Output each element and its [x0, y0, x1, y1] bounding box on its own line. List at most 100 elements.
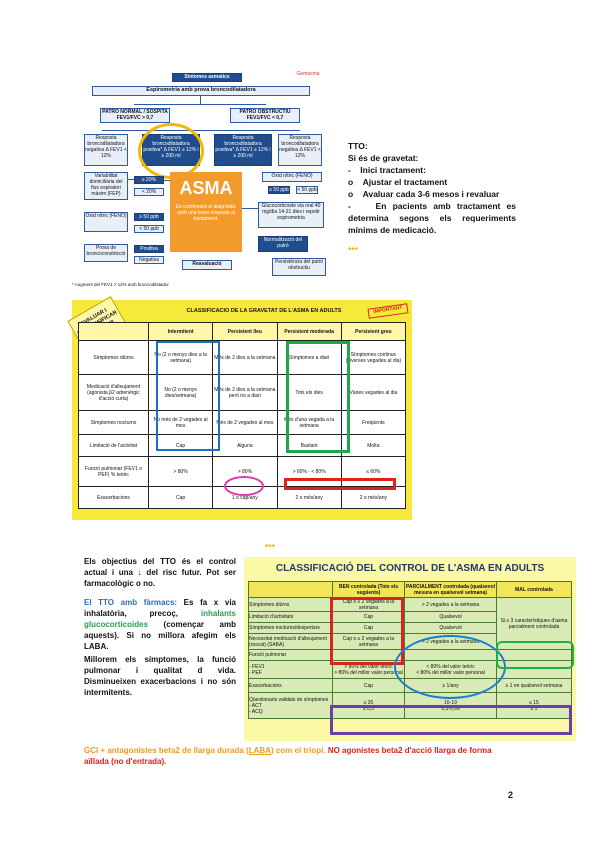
- table-header-cell: [248, 581, 333, 598]
- no1-positive: ≥ 50 ppb: [134, 213, 164, 221]
- highlight-pink-circle: [224, 476, 264, 496]
- combination-text: GCI + antagonistes beta2 de llarga durad…: [84, 746, 249, 755]
- notes-bullet-2: o Ajustar el tractament: [348, 177, 448, 187]
- table-cell: Exacerbacions: [78, 486, 149, 509]
- flowchart-title: Sintomes asmatics: [172, 73, 242, 82]
- table-header-row: Intermitent Persistent lleu Persistent m…: [78, 322, 407, 341]
- asma-note: Es confirmarà el diagnòstic amb una bona…: [175, 204, 237, 222]
- table-cell: Necessitat medicació d'alleujament (resc…: [248, 633, 333, 650]
- table-cell: Més de 2 dies a la setmana però no a dia…: [212, 374, 278, 411]
- pef-positive: ≥ 20%: [134, 176, 164, 184]
- provocation-positive: Positiva: [134, 245, 164, 253]
- connector: [242, 208, 258, 209]
- stars-marker: ***: [265, 542, 275, 552]
- table-cell: > 80%: [147, 456, 214, 487]
- table-cell: Símptomes diürns: [248, 597, 333, 612]
- warning-text: NO agonistes beta2 d'acció llarga de for…: [84, 746, 492, 766]
- notes-bullet-1: - Inici tractament:: [348, 165, 426, 175]
- table-cell: Símptomes nocturns/despertars: [248, 622, 333, 634]
- normalization-box: Normalització del patró: [258, 236, 308, 252]
- persistence-box: Persistència del patró obstructiu: [272, 258, 326, 276]
- notes-bullet-3: o Avaluar cada 3-6 mesos i revaluar: [348, 189, 500, 199]
- drug-treatment-text: Es fa x via inhalatòria, precoç,: [84, 598, 236, 618]
- table-cell: Medicació d'alleujament (agonista β2 adr…: [78, 374, 149, 411]
- right-branch-box: PATRÓ OBSTRUCTIU FEV1/FVC < 0,7: [230, 108, 300, 123]
- table-cell: - FEV1 - PEF: [248, 660, 333, 679]
- table-cell: Cap: [332, 678, 405, 693]
- table-cell: Limitació d'activitats: [248, 611, 333, 623]
- combination-text: ) com el triopi.: [270, 746, 326, 755]
- notes-stars: ***: [348, 245, 358, 255]
- notes-bullet-text: Inici tractament:: [360, 165, 426, 175]
- table-cell: No (2 o menys dies/setmana): [147, 374, 214, 411]
- table-cell: Símptomes nocturns: [78, 410, 149, 435]
- pef-box: Variabilitat domiciliària del flux espir…: [84, 172, 128, 200]
- table-header-cell: Persistent moderada: [276, 322, 342, 341]
- drug-treatment-highlight: inhalants glucocorticoides: [84, 609, 236, 629]
- page-number: 2: [508, 790, 514, 800]
- highlight-green-box: [286, 341, 350, 453]
- table-row: Símptomes nocturns No més de 2 vegades a…: [78, 410, 407, 435]
- severity-table-panel: AVALUAR I RECLASSIFICAR CADA 3-6M CLASSI…: [67, 296, 412, 520]
- table-header-cell: BEN controlada (Tots els següents): [332, 581, 405, 598]
- diagnosis-flowchart: Sintomes asmatics Gemasma Espirometria a…: [72, 68, 330, 298]
- table-cell: Molta: [340, 434, 407, 457]
- table-cell: Més de 2 dies a la setmana: [212, 340, 278, 375]
- highlight-blue-box: [156, 341, 220, 451]
- table-row: Medicació d'alleujament (agonista β2 adr…: [78, 374, 407, 411]
- notes-bullet-4: - En pacients amb tractament es determin…: [348, 201, 516, 235]
- notes-title: TTO:: [348, 141, 368, 151]
- table-header-cell: [78, 322, 149, 341]
- response-positive-box-2: Resposta broncodilatadora positiva* Δ FE…: [214, 134, 272, 166]
- table-cell: Cap: [147, 486, 214, 509]
- table-cell: Qüestionaris validats de símptomes - ACT…: [248, 692, 333, 719]
- no1-negative: < 50 ppb: [134, 225, 164, 233]
- table-header-cell: Persistent greu: [340, 322, 407, 341]
- table-header-row: BEN controlada (Tots els següents) PARCI…: [248, 581, 572, 598]
- nitric-oxide-box-2: Òxid nítric (FENO): [262, 172, 322, 182]
- highlight-blue-circle: [394, 635, 506, 699]
- table-header-cell: MAL controlada: [496, 581, 572, 598]
- table-header-cell: Intermitent: [147, 322, 214, 341]
- table-header-cell: Persistent lleu: [212, 322, 278, 341]
- nitric-oxide-box-1: Òxid nítric (FENO): [84, 212, 128, 232]
- table-cell: Qualsevol: [404, 611, 497, 623]
- table-cell: Exacerbacions: [248, 678, 333, 693]
- combination-paragraph: GCI + antagonistes beta2 de llarga durad…: [84, 745, 514, 767]
- notes-line: Si és de gravetat:: [348, 153, 419, 163]
- table-cell: Limitació de l'activitat: [78, 434, 149, 457]
- table-cell: Freqüents: [340, 410, 407, 435]
- notes-bullet-text: Ajustar el tractament: [362, 177, 448, 187]
- highlight-red-box: [284, 478, 396, 490]
- drug-treatment-text: (començar amb aquests). Si no millora af…: [84, 620, 236, 651]
- connector: [164, 180, 170, 181]
- table-row: Símptomes diürns No (2 o menys dies a la…: [78, 340, 407, 375]
- no2-positive: ≥ 50 ppb: [268, 186, 290, 194]
- highlight-green-box: [496, 641, 574, 669]
- control-table-panel: CLASSIFICACIÓ DEL CONTROL DE L'ASMA EN A…: [244, 557, 576, 741]
- treatment-objectives: Els objectius del TTO és el control actu…: [84, 556, 236, 712]
- highlight-purple-box: [330, 705, 572, 735]
- table-row: Funció pulmonar (FEV1 o PEF) % teòric > …: [78, 456, 407, 487]
- table-cell: ≥ 1 en qualsevol setmana: [496, 678, 572, 693]
- table-row: Exacerbacions Cap 1 o cap/any 2 o més/an…: [78, 486, 407, 509]
- notes-bullet-text: En pacients amb tractament es determina …: [348, 201, 516, 235]
- table-cell: Símptomes continus (diverses vegades al …: [340, 340, 407, 375]
- table-cell: Vàries vegades al dia: [340, 374, 407, 411]
- table-cell: > 60% - < 80%: [276, 456, 342, 487]
- control-table-title: CLASSIFICACIÓ DEL CONTROL DE L'ASMA EN A…: [275, 563, 545, 574]
- table-cell: Alguna: [212, 434, 278, 457]
- highlight-red-box: [330, 597, 404, 665]
- table-row: Limitació d'activitats Cap Qualsevol: [248, 611, 572, 623]
- asma-label: ASMA: [179, 178, 233, 198]
- asma-box: ASMA Es confirmarà el diagnòstic amb una…: [170, 172, 242, 252]
- benefits-paragraph: Millorem els símptomes, la funció pulmon…: [84, 655, 236, 697]
- reevaluation-box: Reavaluació: [182, 260, 232, 270]
- treatment-notes: TTO: Si és de gravetat: - Inici tractame…: [348, 140, 516, 256]
- highlight-circle: [138, 123, 204, 179]
- table-row: Símptomes diürns Cap o ≤ 2 vegades a la …: [248, 597, 572, 650]
- connector: [200, 96, 201, 104]
- objectives-paragraph: Els objectius del TTO és el control actu…: [84, 557, 236, 588]
- pef-negative: < 20%: [134, 188, 164, 196]
- table-cell: > 2 vegades a la setmana: [404, 597, 497, 612]
